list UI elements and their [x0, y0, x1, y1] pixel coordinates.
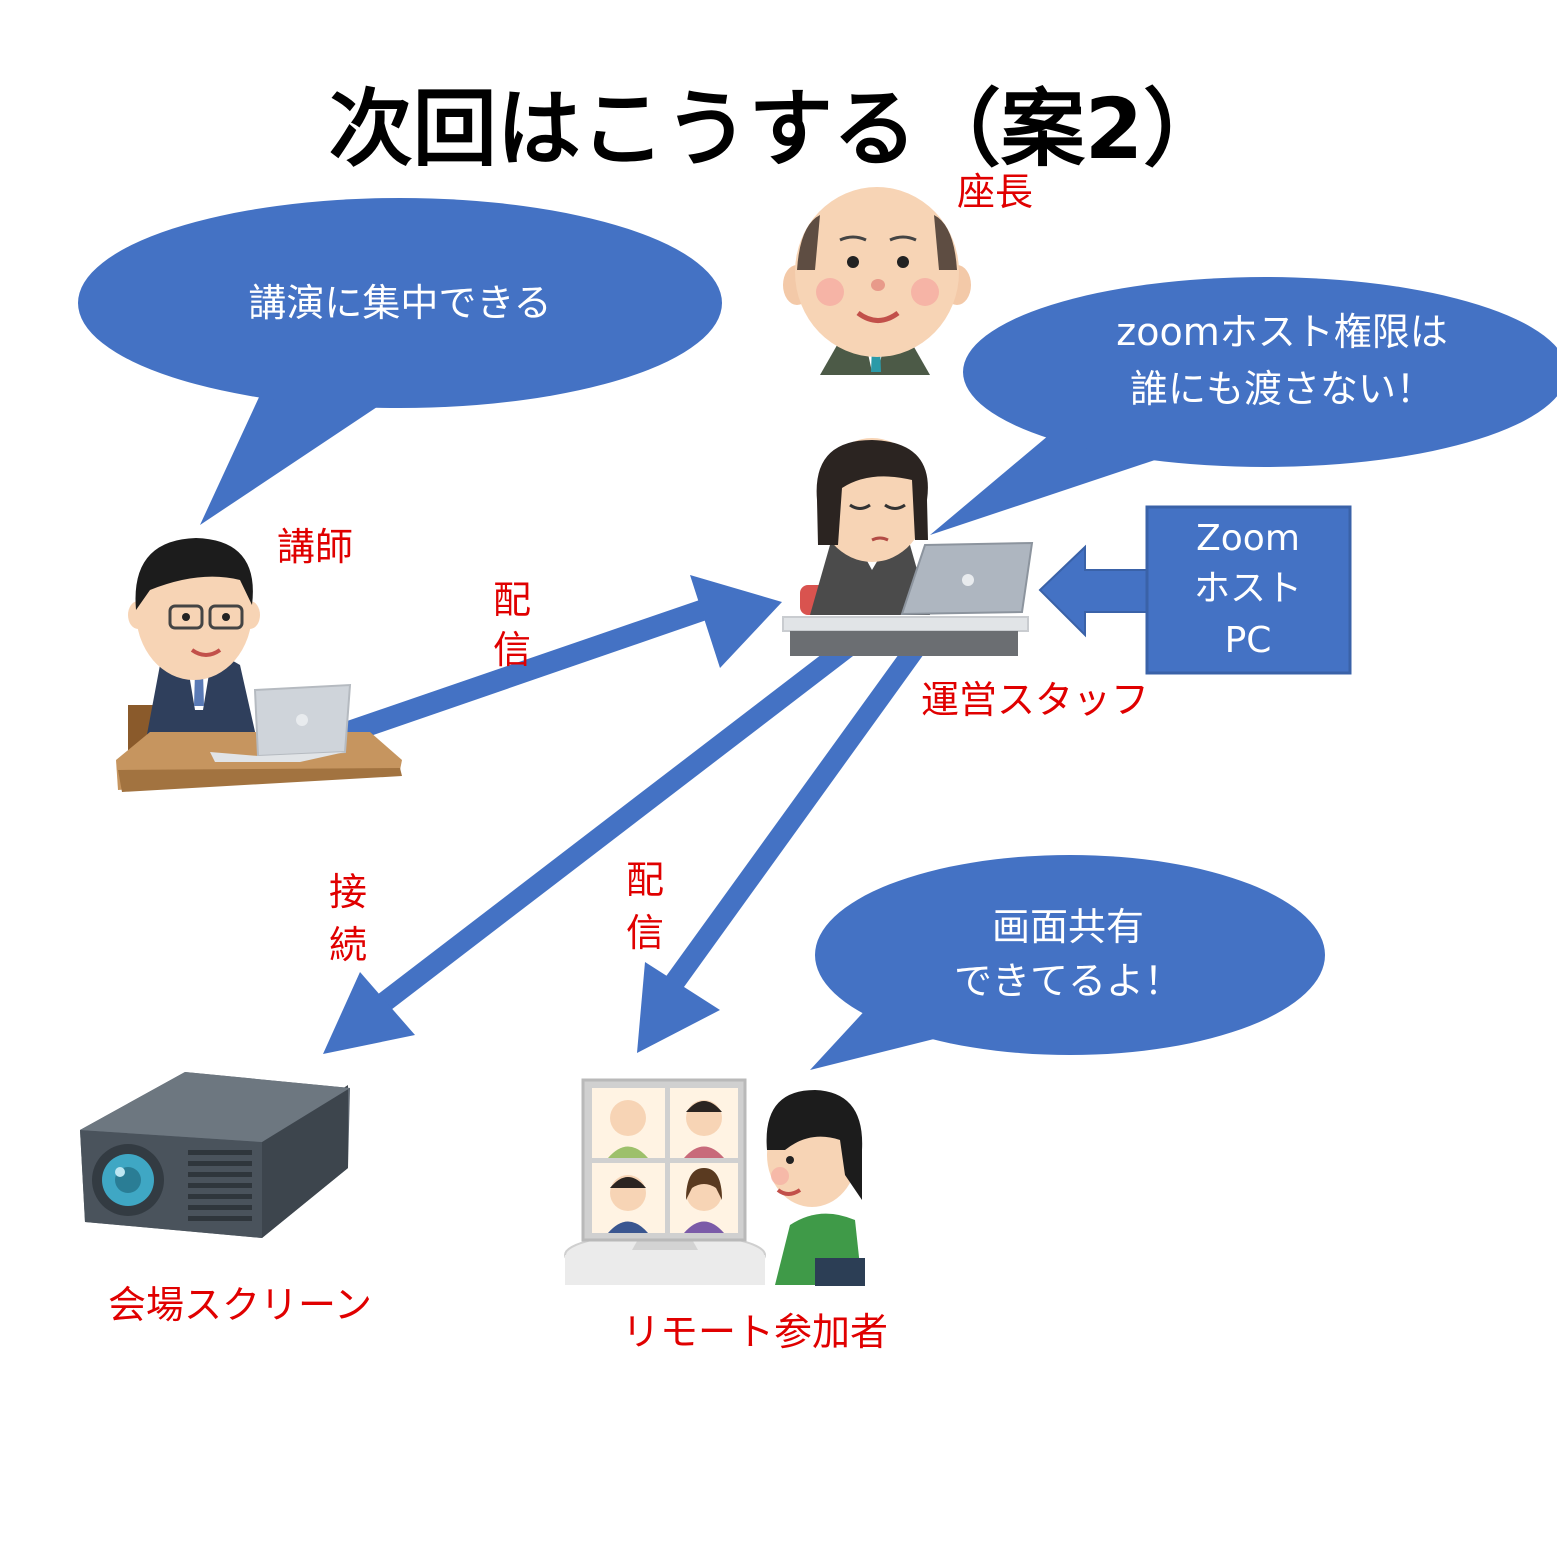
- host-box-line3: PC: [1225, 620, 1272, 661]
- remote-bubble-line2: できてるよ！: [954, 959, 1182, 1003]
- zoom-host-pc-box: Zoom ホスト PC: [1038, 505, 1352, 675]
- label-lecturer: 講師: [277, 525, 353, 569]
- businessman-laptop-icon: [116, 538, 402, 792]
- arrow-label-stream-top-2: 信: [493, 628, 531, 672]
- arrow-label-stream-bottom-2: 信: [626, 911, 664, 955]
- label-screen: 会場スクリーン: [108, 1283, 372, 1327]
- arrow-label-connect-2: 続: [329, 923, 367, 967]
- host-box-line1: Zoom: [1196, 518, 1300, 559]
- projector-vents-icon: [188, 1150, 252, 1221]
- staff-woman-laptop-icon: [782, 438, 1034, 656]
- staff-bubble-line1: zoomホスト権限は: [1116, 310, 1447, 354]
- arrow-staff-to-remote: [637, 629, 934, 1053]
- host-box-line2: ホスト: [1194, 568, 1302, 609]
- staff-bubble-line2: 誰にも渡さない！: [1130, 367, 1434, 411]
- label-staff: 運営スタッフ: [921, 678, 1149, 722]
- label-chair: 座長: [957, 170, 1033, 214]
- lecturer-bubble-text: 講演に集中できる: [248, 281, 551, 325]
- page-title: 次回はこうする（案2）: [329, 80, 1227, 178]
- arrow-label-stream-top-1: 配: [493, 578, 531, 622]
- lecturer-speech-bubble: 講演に集中できる: [78, 198, 722, 525]
- elderly-man-icon: [783, 187, 971, 375]
- remote-bubble-line1: 画面共有: [992, 905, 1144, 949]
- remote-participant-icon: [564, 1078, 865, 1286]
- arrow-lecturer-to-staff: [318, 575, 782, 751]
- staff-speech-bubble: zoomホスト権限は 誰にも渡さない！: [930, 277, 1557, 535]
- arrow-label-stream-bottom-1: 配: [626, 858, 664, 902]
- arrow-label-connect-1: 接: [329, 870, 367, 914]
- projector-icon: [80, 1072, 350, 1238]
- label-remote: リモート参加者: [622, 1310, 888, 1354]
- arrow-staff-to-screen: [323, 628, 870, 1054]
- remote-speech-bubble: 画面共有 できてるよ！: [810, 855, 1325, 1070]
